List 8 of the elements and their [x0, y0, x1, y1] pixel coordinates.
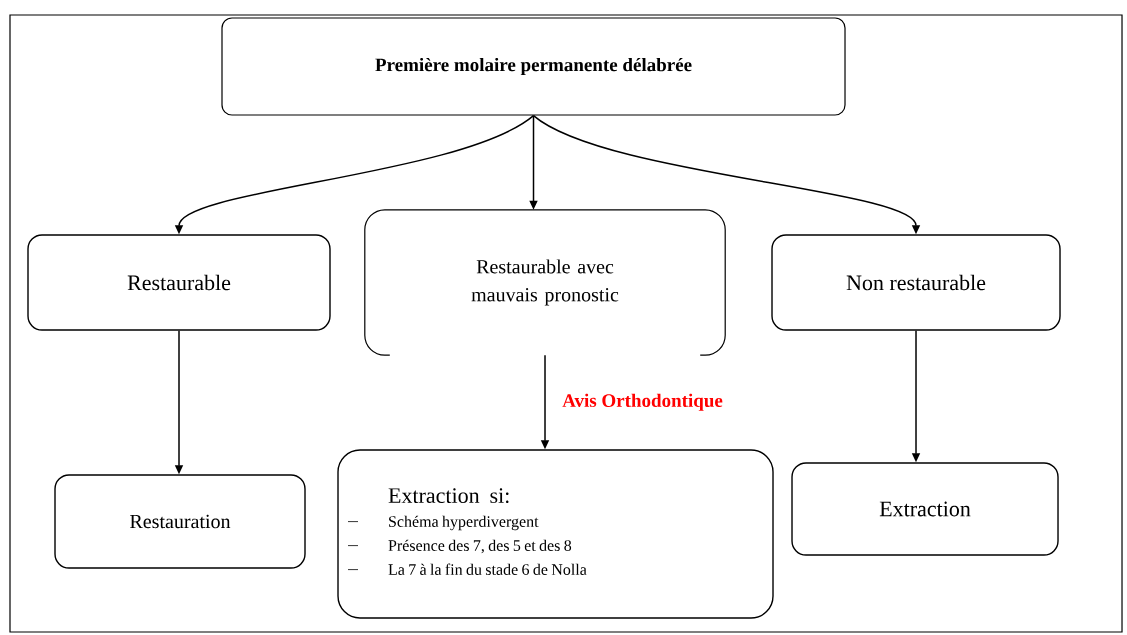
process-box: Extraction — [791, 462, 1059, 556]
process-box: Restaurable — [27, 234, 331, 331]
edge-label: Avis Orthodontique — [561, 392, 724, 412]
process-box: Restauration — [54, 474, 306, 569]
process-box: Extraction si: Schéma hyperdivergent Présence des 7, des 5 et des 8 La 7 à la fin du stade 6 de Nolla — [337, 449, 774, 619]
title-box: Première molaire permanente délabrée — [221, 17, 846, 116]
process-box: Restaurable avec mauvais pronostic — [364, 209, 726, 356]
process-box: Non restaurable — [771, 234, 1061, 331]
